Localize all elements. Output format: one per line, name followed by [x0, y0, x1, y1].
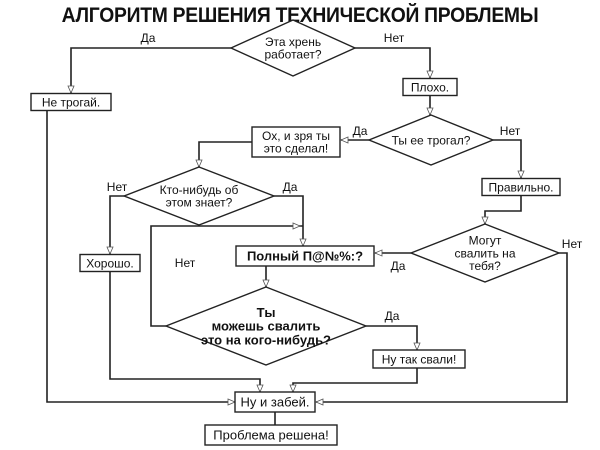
- node-label: Ну так свали!: [382, 352, 457, 366]
- node-label: тебя?: [469, 259, 501, 273]
- edge-label-yes: Да: [283, 180, 298, 194]
- arrowhead-icon: [426, 107, 434, 117]
- process-box: [402, 77, 458, 97]
- process-box: [204, 424, 338, 446]
- arrowhead-icon: [256, 384, 264, 394]
- node-label: работает?: [264, 48, 321, 62]
- connector-dont-touch-to-forget: [46, 111, 235, 403]
- node-label: Не трогай.: [42, 95, 100, 109]
- node-forget: Ну и забей.: [234, 391, 316, 413]
- arrowhead-icon: [262, 279, 270, 289]
- arrowhead-icon: [289, 384, 297, 394]
- arrowhead-icon: [67, 85, 75, 95]
- decision-diamond: [164, 286, 368, 366]
- arrowhead-icon: [426, 70, 434, 80]
- decision-diamond: [122, 166, 276, 226]
- connector-right-to-blame-you: [484, 196, 522, 224]
- connector-touched-to-right: [493, 139, 522, 178]
- edge-label-yes: Да: [391, 259, 406, 273]
- arrowhead-icon: [314, 398, 324, 406]
- node-label: Ну и забей.: [241, 395, 310, 410]
- connector-can-blame-to-disaster: [150, 225, 303, 327]
- node-label: это сделал!: [264, 142, 329, 156]
- connector-works-to-bad: [355, 47, 431, 78]
- connector-works-to-dont-touch: [70, 47, 231, 93]
- arrowhead-icon: [292, 222, 302, 230]
- arrowhead-icon: [299, 238, 307, 248]
- node-label: Плохо.: [411, 80, 449, 94]
- decision-diamond: [229, 19, 357, 77]
- node-label: свалить на: [454, 246, 515, 260]
- node-label: Ты ее трогал?: [392, 133, 471, 147]
- decision-diamond: [409, 223, 561, 283]
- node-label: Кто-нибудь об: [160, 183, 239, 197]
- process-box: [234, 391, 316, 413]
- node-label: Ты: [257, 305, 276, 320]
- node-touched: Ты ее трогал?: [367, 114, 495, 166]
- process-box: [79, 253, 141, 273]
- node-label: Правильно.: [489, 180, 554, 194]
- connector-anyone-knows-to-good: [109, 195, 124, 254]
- node-right: Правильно.: [481, 177, 561, 197]
- arrowhead-icon: [227, 398, 237, 406]
- edge-label-no: Нет: [562, 237, 583, 251]
- edge-label-no: Нет: [107, 180, 128, 194]
- edge-label-yes: Да: [385, 309, 400, 323]
- process-box: [481, 177, 561, 197]
- node-label: Ох, и зря ты: [262, 129, 330, 143]
- node-blame-them: Ну так свали!: [372, 349, 466, 369]
- arrowhead-icon: [373, 249, 383, 257]
- node-bad: Плохо.: [402, 77, 458, 97]
- node-disaster: Полный П@№%:?: [235, 245, 375, 267]
- node-label: Могут: [469, 234, 502, 248]
- connector-anyone-knows-to-disaster: [274, 195, 304, 246]
- diagram-title: АЛГОРИТМ РЕШЕНИЯ ТЕХНИЧЕСКОЙ ПРОБЛЕМЫ: [61, 4, 539, 27]
- node-dont-touch: Не трогай.: [30, 92, 112, 112]
- arrowhead-icon: [195, 159, 203, 169]
- edge-label-yes: Да: [141, 31, 156, 45]
- node-good: Хорошо.: [79, 253, 141, 273]
- node-label: Проблема решена!: [213, 428, 328, 443]
- process-box: [30, 92, 112, 112]
- process-box: [372, 349, 466, 369]
- node-label: Эта хрень: [265, 35, 321, 49]
- connector-can-blame-to-blame-them: [366, 325, 418, 350]
- node-label: это на кого-нибудь?: [201, 332, 331, 347]
- connector-blame-them-to-forget: [292, 368, 418, 392]
- edge-label-no: Нет: [500, 124, 521, 138]
- edge-label-yes: Да: [353, 124, 368, 138]
- arrowhead-icon: [517, 170, 525, 180]
- connector-oops-to-anyone-knows: [198, 141, 252, 167]
- edge-label-no: Нет: [175, 256, 196, 270]
- node-label: Хорошо.: [86, 256, 134, 270]
- node-label: этом знает?: [166, 196, 233, 210]
- node-label: Полный П@№%:?: [247, 249, 363, 264]
- arrowhead-icon: [413, 342, 421, 352]
- process-box: [251, 126, 341, 158]
- process-box: [235, 245, 375, 267]
- node-solved: Проблема решена!: [204, 424, 338, 446]
- arrowhead-icon: [481, 216, 489, 226]
- node-label: можешь свалить: [212, 319, 321, 334]
- arrowhead-icon: [106, 246, 114, 256]
- connector-blame-you-to-forget: [316, 252, 568, 403]
- arrowhead-icon: [339, 136, 349, 144]
- edge-label-no: Нет: [384, 31, 405, 45]
- decision-diamond: [367, 114, 495, 166]
